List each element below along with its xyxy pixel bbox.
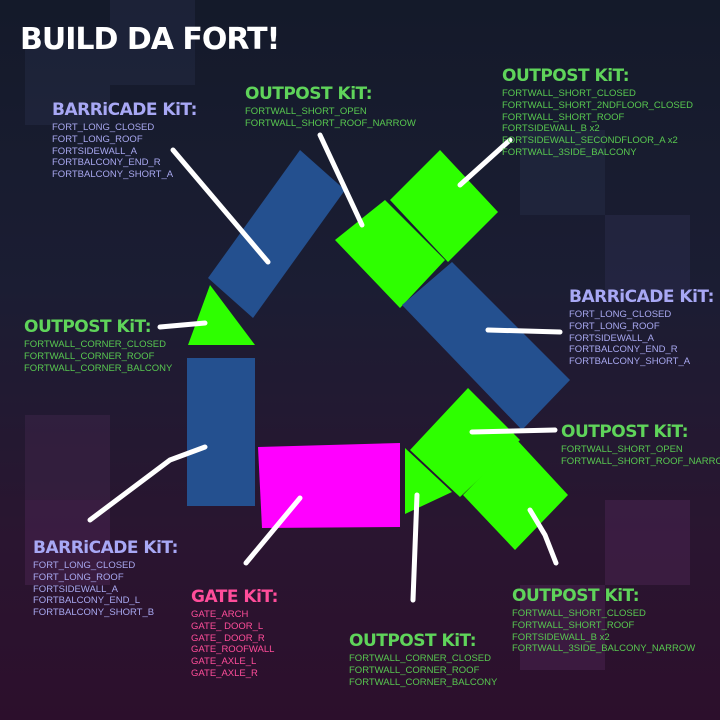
kit-label-outpost-bottom-right: OUTPOST KiT: FORTWALL_SHORT_CLOSED FORTW… [512, 586, 695, 655]
kit-heading: BARRiCADE KiT: [52, 100, 197, 120]
kit-item: FORTWALL_SHORT_ROOF [502, 111, 625, 123]
kit-item: FORTBALCONY_SHORT_A [52, 169, 174, 181]
kit-item: FORTWALL_SHORT_ROOF_NARROW [245, 117, 416, 129]
background-tile [25, 40, 110, 125]
kit-heading: OUTPOST KiT: [512, 586, 640, 606]
kit-item: FORTSIDEWALL_B x2 [502, 123, 600, 135]
kit-item: FORTWALL_CORNER_CLOSED [349, 653, 492, 664]
kit-item: FORTBALCONY_SHORT_A [569, 356, 691, 368]
kit-item: GATE_ DOOR_R [191, 632, 265, 644]
kit-item: FORTWALL_SHORT_ROOF_NARROW [561, 455, 720, 467]
kit-item: FORTWALL_SHORT_2NDFLOOR_CLOSED [502, 99, 693, 111]
kit-label-outpost-top-right: OUTPOST KiT: FORTWALL_SHORT_CLOSED FORTW… [502, 66, 693, 159]
kit-item: FORTWALL_SHORT_CLOSED [512, 608, 646, 619]
background-tile [110, 0, 195, 85]
kit-heading: OUTPOST KiT: [502, 66, 629, 86]
kit-item: FORTSIDEWALL_B x2 [512, 631, 610, 643]
kit-heading: OUTPOST KiT: [245, 84, 372, 104]
pointer-line [457, 137, 513, 188]
kit-item: GATE_AXLE_L [191, 656, 257, 668]
background-tile [25, 415, 110, 500]
outpost-corner-left [188, 285, 255, 345]
kit-item: GATE_ DOOR_L [191, 620, 264, 632]
page-title: BUILD DA FORT! [20, 22, 280, 57]
kit-item: FORTSIDEWALL_A [569, 332, 654, 344]
pointer-line [410, 492, 420, 603]
kit-item: FORTBALCONY_END_R [52, 157, 161, 169]
barricade-piece-left [187, 358, 255, 506]
kit-item: GATE_ARCH [191, 609, 249, 620]
kit-item: FORT_LONG_CLOSED [52, 122, 155, 133]
pointer-line [243, 495, 303, 566]
kit-heading: BARRiCADE KiT: [33, 538, 178, 558]
kit-label-outpost-left: OUTPOST KiT: FORTWALL_CORNER_CLOSED FORT… [24, 317, 172, 374]
kit-item: FORTBALCONY_END_L [33, 595, 140, 607]
kit-item: FORTWALL_SHORT_CLOSED [502, 88, 636, 99]
kit-item: FORT_LONG_ROOF [52, 133, 143, 145]
kit-item: FORTWALL_3SIDE_BALCONY_NARROW [512, 643, 696, 655]
kit-item: GATE_ROOFWALL [191, 644, 275, 656]
pointer-line [317, 132, 365, 228]
barricade-piece-top-left [208, 150, 345, 318]
pointer-line [157, 320, 208, 330]
kit-label-outpost-right: OUTPOST KiT: FORTWALL_SHORT_OPEN FORTWAL… [561, 422, 720, 468]
kit-heading: BARRiCADE KiT: [569, 287, 714, 307]
kit-label-outpost-bottom: OUTPOST KiT: FORTWALL_CORNER_CLOSED FORT… [349, 631, 497, 688]
kit-item: FORTWALL_CORNER_BALCONY [24, 362, 173, 374]
kit-item: FORTBALCONY_END_R [569, 344, 678, 356]
kit-item: FORTWALL_CORNER_CLOSED [24, 339, 167, 350]
kit-heading: OUTPOST KiT: [24, 317, 152, 337]
kit-item: FORT_LONG_CLOSED [569, 309, 672, 320]
kit-item: FORTWALL_SHORT_OPEN [245, 106, 367, 117]
kit-item: GATE_AXLE_R [191, 667, 258, 679]
kit-item: FORTWALL_3SIDE_BALCONY [502, 146, 637, 158]
background-tile [605, 215, 690, 300]
outpost-piece-top-right [390, 150, 498, 262]
kit-heading: OUTPOST KiT: [561, 422, 688, 442]
kit-item: FORTWALL_SHORT_ROOF [512, 619, 635, 631]
kit-item: FORTWALL_CORNER_ROOF [24, 350, 155, 362]
kit-item: FORT_LONG_CLOSED [33, 560, 136, 571]
kit-item: FORTWALL_CORNER_BALCONY [349, 676, 498, 688]
barricade-piece-right [402, 262, 570, 430]
kit-item: FORTSIDEWALL_A [33, 583, 118, 595]
kit-item: FORTWALL_CORNER_ROOF [349, 664, 480, 676]
pointer-line [87, 444, 208, 523]
pointer-line [527, 507, 559, 566]
outpost-piece-lower-left [410, 388, 520, 497]
background-tile [605, 500, 690, 585]
background-tile [520, 585, 605, 670]
kit-label-barricade-right: BARRiCADE KiT: FORT_LONG_CLOSED FORT_LON… [569, 287, 714, 368]
pointer-line [485, 327, 563, 335]
kit-item: FORTSIDEWALL_SECONDFLOOR_A x2 [502, 135, 678, 147]
kit-label-barricade-top-left: BARRiCADE KiT: FORT_LONG_CLOSED FORT_LON… [52, 100, 197, 181]
background-tile [520, 130, 605, 215]
gate-piece [258, 443, 400, 528]
kit-label-barricade-bottom-left: BARRiCADE KiT: FORT_LONG_CLOSED FORT_LON… [33, 538, 178, 619]
kit-label-gate: GATE KiT: GATE_ARCH GATE_ DOOR_L GATE_ D… [191, 587, 278, 680]
outpost-piece-lower-right [463, 440, 568, 550]
kit-item: FORT_LONG_ROOF [33, 571, 124, 583]
kit-item: FORTSIDEWALL_A [52, 145, 137, 157]
pointer-line [469, 427, 558, 435]
pointer-line [170, 147, 271, 265]
kit-item: FORTBALCONY_SHORT_B [33, 607, 155, 619]
kit-label-outpost-top-middle: OUTPOST KiT: FORTWALL_SHORT_OPEN FORTWAL… [245, 84, 416, 130]
kit-heading: OUTPOST KiT: [349, 631, 477, 651]
kit-item: FORTWALL_SHORT_OPEN [561, 444, 683, 455]
kit-heading: GATE KiT: [191, 587, 278, 607]
kit-item: FORT_LONG_ROOF [569, 320, 660, 332]
